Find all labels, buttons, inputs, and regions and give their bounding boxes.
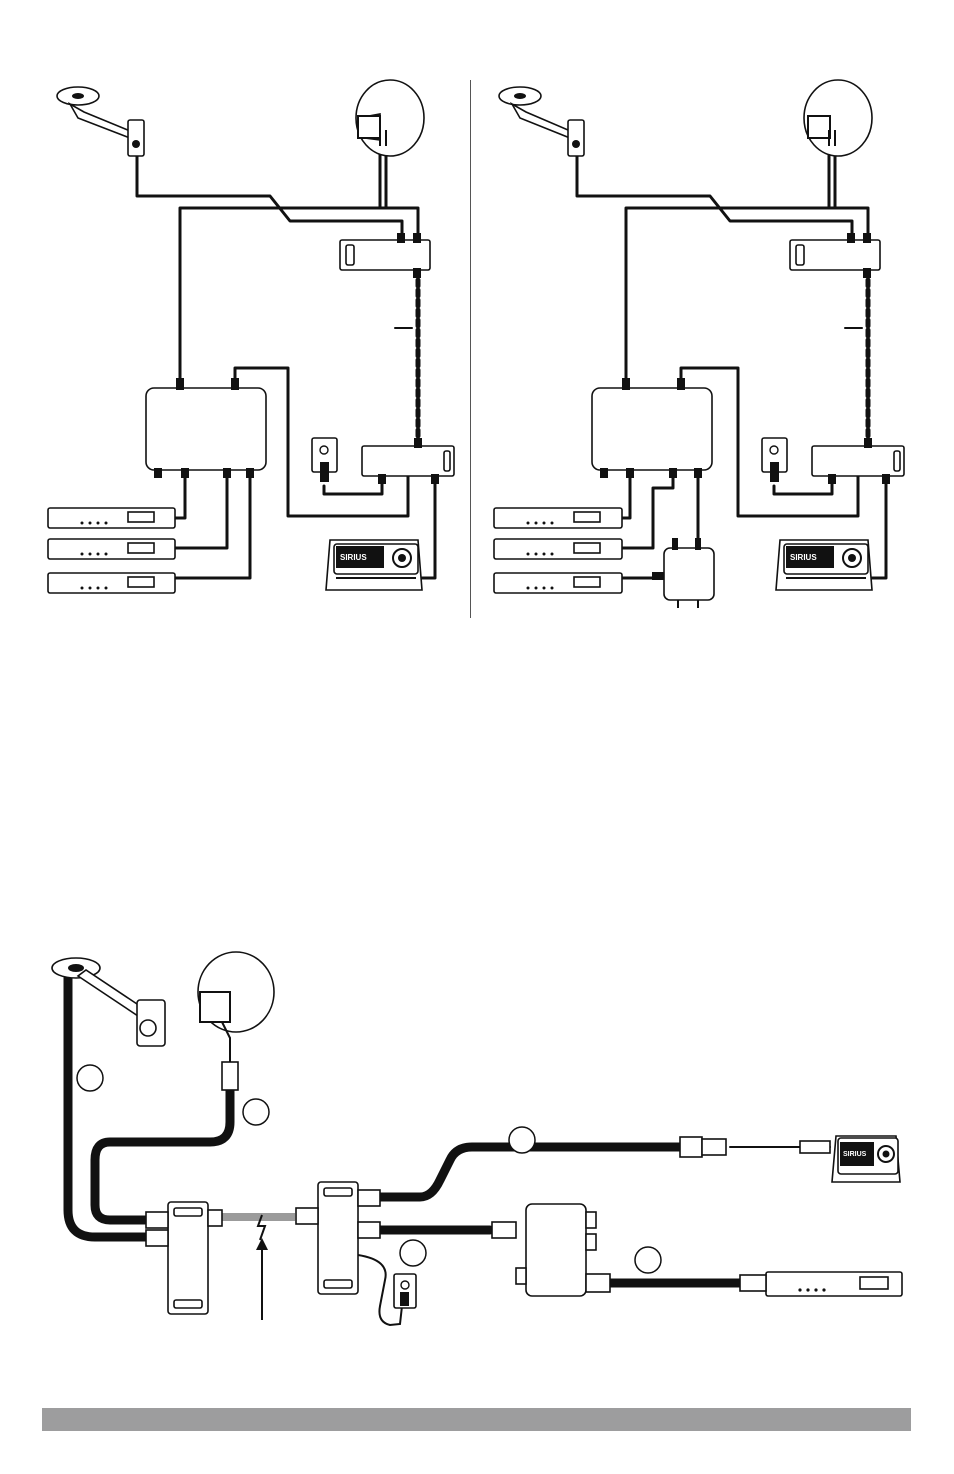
power-outlet-icon <box>312 438 337 482</box>
sirius-logo-text: SIRIUS <box>340 553 367 562</box>
satellite-receiver-icon <box>740 1272 902 1296</box>
satellite-dish-icon <box>356 80 424 156</box>
sirius-antenna-icon <box>57 87 144 156</box>
diagram-divider <box>470 80 471 618</box>
multiswitch-icon <box>492 1204 610 1296</box>
footer-bar <box>42 1408 911 1431</box>
diplexer-icon <box>790 233 880 278</box>
step-marker <box>77 1065 103 1091</box>
power-outlet-icon <box>394 1274 416 1308</box>
sirius-logo-text: SIRIUS <box>790 553 817 562</box>
bottom-diagram: SIRIUS <box>40 950 920 1340</box>
sirius-radio-icon: SIRIUS <box>832 1136 900 1182</box>
sirius-radio-icon: SIRIUS <box>326 540 422 590</box>
satellite-receiver-icon <box>48 508 175 528</box>
splitter-icon <box>296 1182 380 1294</box>
step-marker <box>509 1127 535 1153</box>
satellite-receiver-icon <box>494 508 622 528</box>
step-marker <box>635 1247 661 1273</box>
satellite-receiver-icon <box>494 539 622 559</box>
satellite-dish-icon <box>198 952 274 1090</box>
diplexer-icon <box>146 1202 222 1314</box>
power-outlet-icon <box>762 438 787 482</box>
multiswitch-icon <box>146 378 266 478</box>
satellite-dish-icon <box>804 80 872 156</box>
step-marker <box>400 1240 426 1266</box>
power-injector-icon <box>652 538 714 608</box>
satellite-receiver-icon <box>48 539 175 559</box>
satellite-receiver-icon <box>494 573 622 593</box>
diplexer-icon <box>340 233 430 278</box>
step-marker <box>243 1099 269 1125</box>
sirius-radio-icon: SIRIUS <box>776 540 872 590</box>
sirius-logo-text: SIRIUS <box>843 1151 867 1158</box>
sirius-antenna-icon <box>499 87 584 156</box>
multiswitch-icon <box>592 378 712 478</box>
top-left-diagram: SIRIUS <box>40 78 465 618</box>
top-right-diagram: SIRIUS <box>488 78 913 618</box>
satellite-receiver-icon <box>48 573 175 593</box>
diplexer-arrow <box>256 1215 268 1320</box>
